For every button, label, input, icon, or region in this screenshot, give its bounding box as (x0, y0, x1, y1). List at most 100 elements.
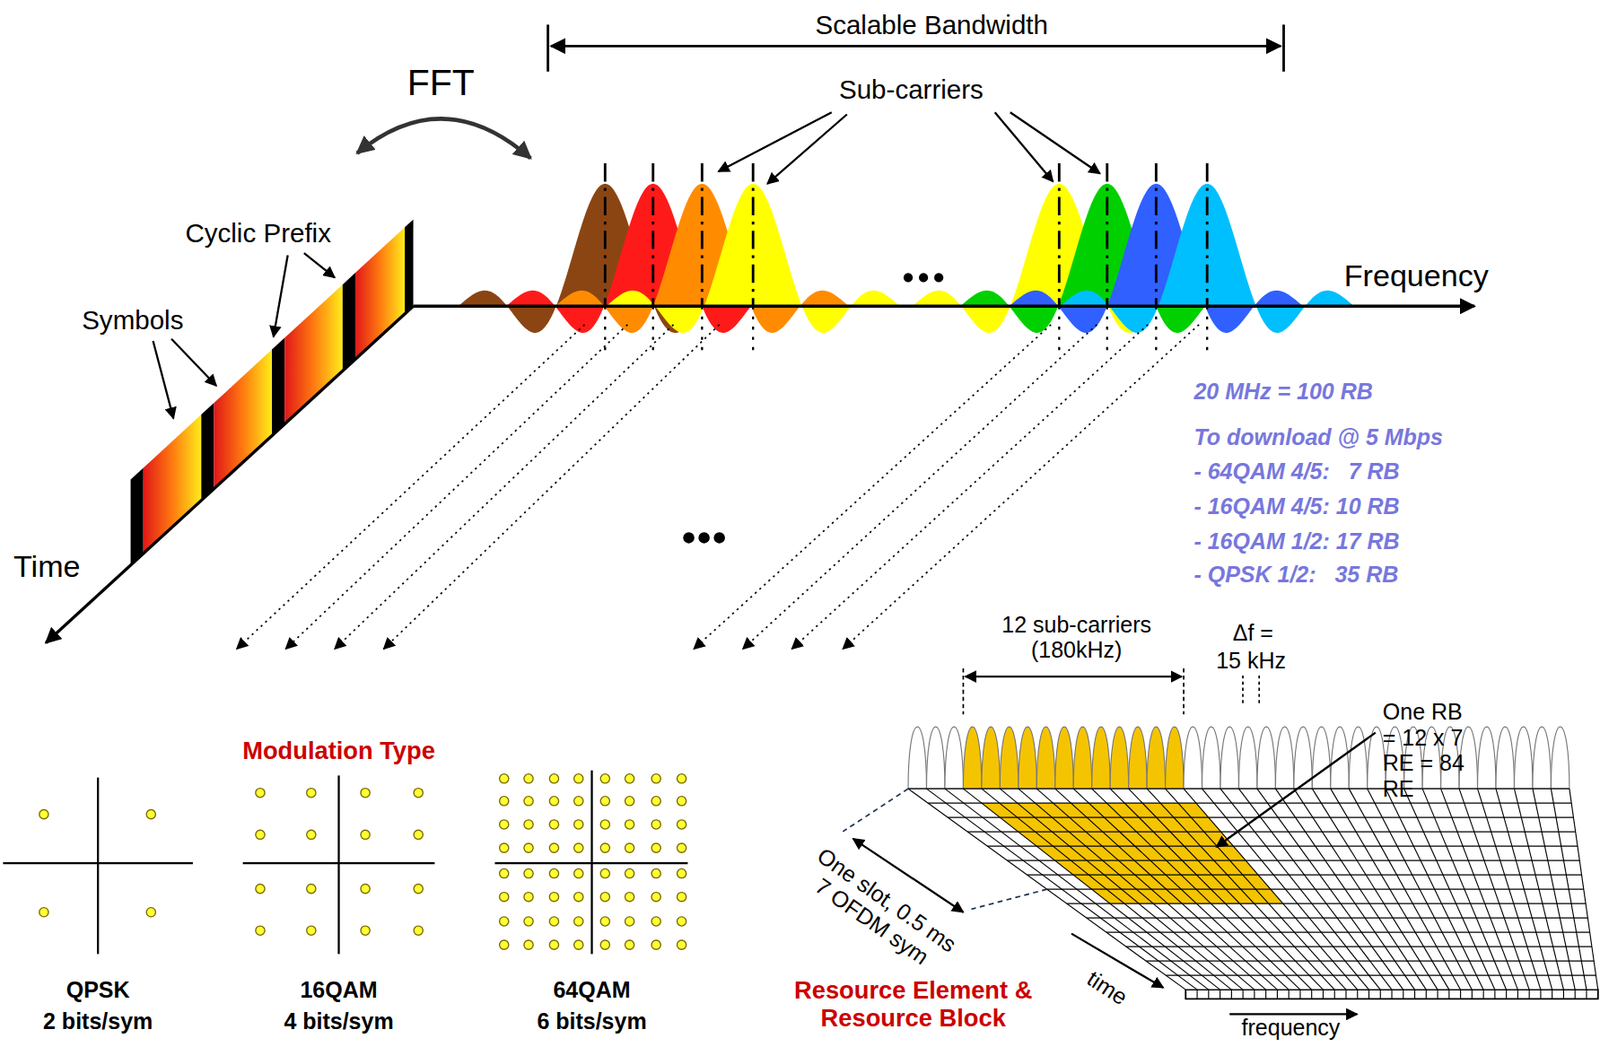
time-mapping-arrow (236, 324, 586, 650)
subcarrier-arch (1183, 726, 1202, 789)
subcarrier-arch (1275, 726, 1294, 789)
constellation-point (306, 883, 316, 893)
bracket-tick (1282, 24, 1286, 71)
ofdm-symbol-segment (342, 272, 356, 372)
text-line: = 12 x 7 (1382, 725, 1465, 752)
ofdm-symbol-segment (201, 402, 214, 502)
carrier-center-line (751, 306, 754, 352)
dimension-tick (842, 788, 909, 832)
constellation-point (499, 796, 509, 806)
constellation-point (574, 820, 584, 830)
constellation-point (574, 940, 584, 950)
grid-line (1345, 989, 1347, 999)
dimension-tick (1258, 675, 1260, 705)
ellipsis-dot (713, 532, 726, 544)
grid-line (1402, 989, 1404, 999)
grid-line (1529, 989, 1531, 999)
constellation-point (624, 843, 634, 853)
subcarrier-arch (1055, 726, 1074, 789)
subcarrier-arch (1220, 726, 1239, 789)
constellation-point (360, 883, 370, 893)
constellation-point (255, 788, 265, 798)
frequency-axis (413, 305, 1476, 308)
constellation-point (524, 843, 534, 853)
grid-line (1471, 989, 1473, 999)
note-text: - 16QAM 4/5: 10 RB (1193, 493, 1399, 520)
constellation-point (524, 820, 534, 830)
subcarrier-arch (1257, 726, 1276, 789)
constellation-point (574, 917, 584, 927)
bracket-tick (546, 24, 550, 71)
constellation-point (676, 892, 686, 902)
ellipsis-dot (934, 272, 944, 282)
grid-line (1288, 989, 1290, 999)
grid-line (1231, 989, 1233, 999)
constellation-axis (337, 775, 340, 954)
note-text: - 64QAM 4/5: 7 RB (1193, 458, 1399, 485)
grid-line (1219, 989, 1221, 999)
subcarrier-arch (1018, 726, 1037, 789)
carrier-center-line (700, 163, 704, 307)
constellation-point (676, 917, 686, 927)
constellation-axis (96, 778, 99, 955)
constellation-point (255, 883, 265, 893)
constellation-point (600, 796, 610, 806)
subcarrier-arch (1073, 726, 1092, 789)
constellation-point (499, 774, 509, 784)
grid-line (1047, 889, 1584, 891)
modulation-bits: 4 bits/sym (283, 1008, 394, 1035)
text-line: Resource Block (794, 1004, 1032, 1032)
subcarrier-arch (1513, 726, 1532, 789)
constellation-point (624, 820, 634, 830)
grid-line (1197, 989, 1198, 999)
note-text: - 16QAM 1/2: 17 RB (1193, 527, 1399, 554)
grid-line (1265, 989, 1267, 999)
constellation-point (600, 917, 610, 927)
leader-line (304, 253, 335, 278)
ofdm-symbol-segment (271, 338, 285, 438)
grid-line (967, 831, 1575, 833)
constellation-point (549, 843, 559, 853)
constellation-point (549, 774, 559, 784)
text-line: RE = 84 (1382, 751, 1465, 778)
constellation-point (624, 917, 634, 927)
ellipsis-dot (918, 272, 928, 282)
carrier-center-line (700, 306, 703, 352)
symbols-label: Symbols (81, 305, 184, 336)
subcarrier-arch (944, 726, 963, 789)
text-line: RE (1382, 777, 1465, 804)
axis-label: time (1082, 965, 1132, 1011)
subcarrier-arch (1146, 726, 1165, 789)
constellation-point (549, 868, 559, 878)
constellation-point (39, 809, 49, 819)
grid-line (1563, 989, 1565, 999)
constellation-point (255, 926, 265, 936)
resource-element (1255, 889, 1283, 904)
leader-line (273, 254, 289, 337)
note-text: 20 MHz = 100 RB (1193, 377, 1373, 404)
ofdm-symbol-segment (131, 468, 144, 568)
subcarrier-arch (1238, 726, 1257, 789)
resource-element (1178, 803, 1209, 818)
constellation-point (676, 796, 686, 806)
carrier-center-line (652, 306, 655, 352)
constellation-point (574, 868, 584, 878)
grid-line (1356, 989, 1358, 999)
ofdm-symbol-segment (404, 219, 413, 315)
constellation-point (624, 892, 634, 902)
grid-line (1597, 989, 1599, 999)
modulation-name: 64QAM (552, 977, 630, 1004)
subcarrier-arch (1477, 726, 1496, 789)
ellipsis-dot (698, 532, 710, 544)
ellipsis-dot (903, 272, 913, 282)
constellation-point (676, 843, 686, 853)
modulation-bits: 6 bits/sym (536, 1008, 647, 1035)
constellation-point (549, 796, 559, 806)
constellation-point (574, 796, 584, 806)
modulation-bits: 2 bits/sym (43, 1008, 153, 1035)
constellation-point (524, 868, 534, 878)
carrier-center-line (1105, 163, 1109, 307)
modulation-name: QPSK (66, 977, 131, 1004)
subcarrier-arch (1128, 726, 1147, 789)
